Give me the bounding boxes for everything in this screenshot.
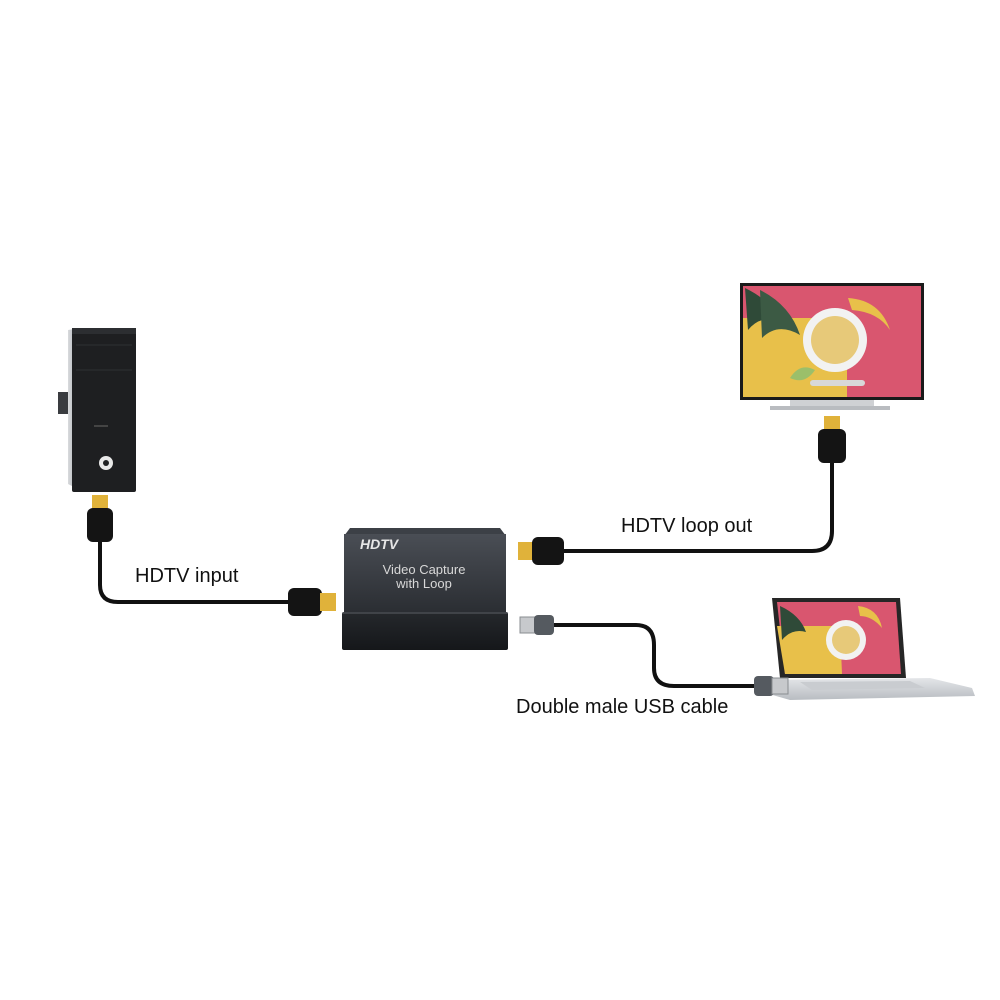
device-label-line1: Video Capture — [383, 562, 466, 577]
hdmi-plug-loop-out — [518, 537, 564, 565]
label-hdtv-input: HDTV input — [135, 565, 239, 587]
cable-hdtv-input — [98, 540, 292, 604]
tv-monitor — [740, 283, 924, 410]
device-label-line2: with Loop — [395, 576, 452, 591]
pc-tower — [58, 328, 136, 492]
cable-hdtv-loop-out — [562, 460, 834, 553]
hdmi-plug-capture-input — [288, 588, 336, 616]
hdmi-plug-tv — [818, 416, 846, 463]
capture-device: HDTV Video Capture with Loop — [342, 528, 508, 650]
usb-plug-capture — [519, 615, 554, 635]
usb-plug-laptop — [754, 676, 789, 696]
label-usb-cable: Double male USB cable — [516, 696, 729, 718]
cable-usb — [552, 623, 755, 688]
hdmi-plug-pc — [87, 495, 113, 542]
laptop — [760, 598, 975, 700]
label-hdtv-loop-out: HDTV loop out — [621, 515, 753, 537]
device-brand: HDTV — [360, 536, 400, 552]
